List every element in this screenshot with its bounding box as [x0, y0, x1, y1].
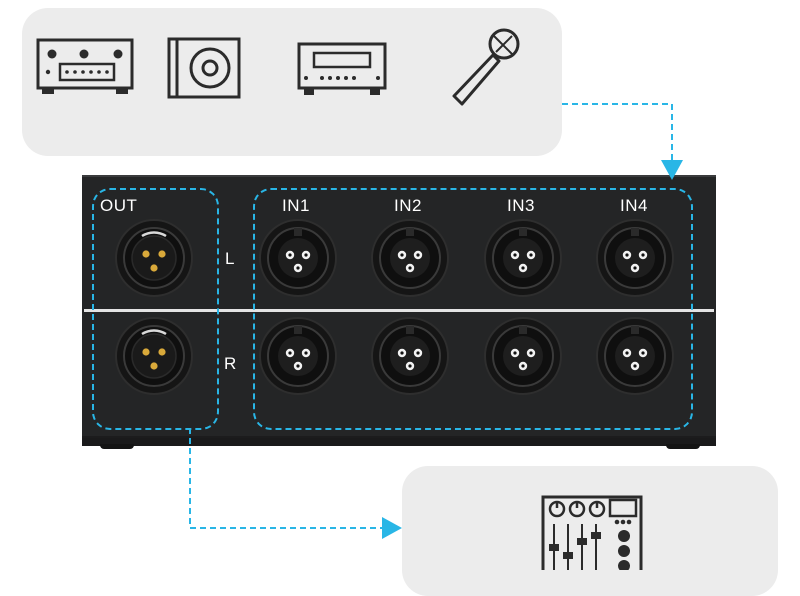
in4-label: IN4 [620, 196, 648, 215]
in2-label: IN2 [394, 196, 422, 215]
in4-right-connector [596, 317, 674, 395]
cd-player-icon [167, 37, 241, 99]
in2-right-connector [371, 317, 449, 395]
in3-left-connector [484, 219, 562, 297]
in1-label: IN1 [282, 196, 310, 215]
left-channel-label: L [225, 249, 235, 268]
out-left-connector [115, 219, 193, 297]
in3-label: IN3 [507, 196, 535, 215]
chassis-base [82, 438, 716, 446]
input-flow-line [562, 103, 673, 162]
out-right-connector [115, 317, 193, 395]
foot-left [100, 444, 134, 449]
in2-left-connector [371, 219, 449, 297]
mixer-device-chassis [82, 175, 716, 442]
in1-right-connector [259, 317, 337, 395]
signal-flow-arrows [189, 103, 683, 539]
in4-left-connector [596, 219, 674, 297]
output-flow-line [189, 428, 384, 529]
in1-left-connector [259, 219, 337, 297]
mixing-console-icon [541, 495, 643, 570]
in3-right-connector [484, 317, 562, 395]
output-flow-arrowhead [382, 517, 402, 539]
input-group-highlight [253, 188, 693, 430]
microphone-icon [452, 28, 520, 106]
amplifier-icon [36, 38, 134, 94]
receiver-icon [297, 42, 387, 95]
source-devices-panel [22, 8, 562, 156]
channel-divider [84, 309, 714, 312]
output-group-highlight [92, 188, 219, 430]
right-channel-label: R [224, 354, 237, 373]
input-flow-arrowhead [661, 160, 683, 180]
foot-right [666, 444, 700, 449]
